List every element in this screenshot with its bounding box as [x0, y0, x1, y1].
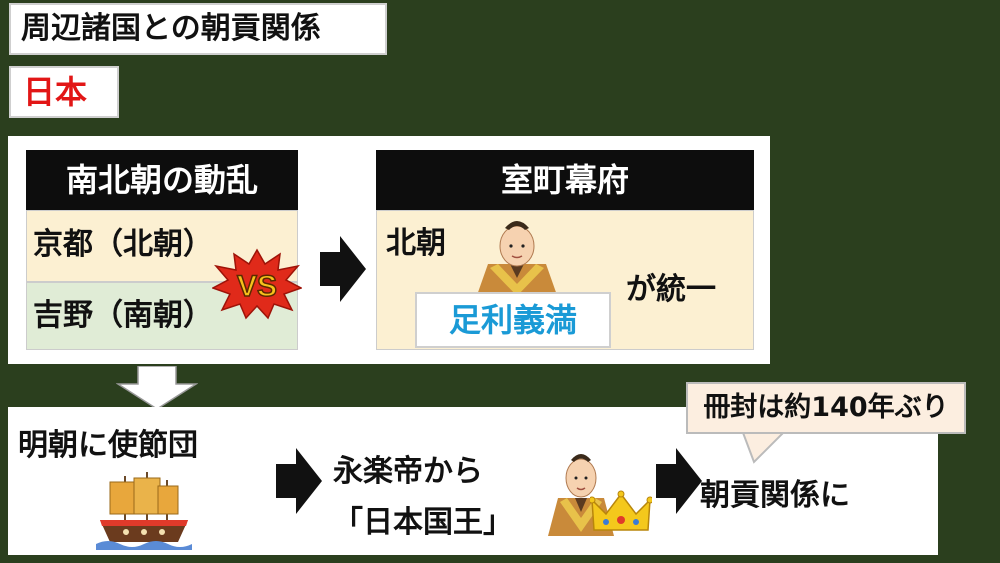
arrow-right-icon: [320, 236, 366, 302]
toitsu-label: が統一: [626, 272, 716, 307]
bubble-note: 冊封は約140年ぶり: [686, 382, 966, 434]
mission-label: 明朝に使節団: [18, 428, 198, 463]
arrow-right-icon: [656, 448, 702, 514]
eiraku-line2: 「日本国王」: [333, 505, 513, 540]
ashikaga-figure-icon: [476, 221, 558, 298]
nanboku-header: 南北朝の動乱: [26, 150, 298, 210]
bubble-tail-icon: [742, 430, 788, 464]
ashikaga-label: 足利義満: [415, 292, 611, 348]
vs-text: VS: [237, 270, 277, 303]
country-label: 日本: [9, 66, 119, 118]
page-title: 周辺諸国との朝貢関係: [9, 3, 387, 55]
muromachi-header: 室町幕府: [376, 150, 754, 210]
vs-burst-icon: VS: [212, 248, 302, 320]
kyoto-row: 京都（北朝）: [26, 210, 298, 282]
ship-icon: [96, 472, 192, 550]
tribute-label: 朝貢関係に: [700, 478, 850, 513]
arrow-right-icon: [276, 448, 322, 514]
hokucho-label: 北朝: [386, 226, 446, 261]
eiraku-line1: 永楽帝から: [333, 454, 483, 489]
crown-icon: [590, 490, 652, 531]
arrow-down-icon: [116, 366, 198, 410]
